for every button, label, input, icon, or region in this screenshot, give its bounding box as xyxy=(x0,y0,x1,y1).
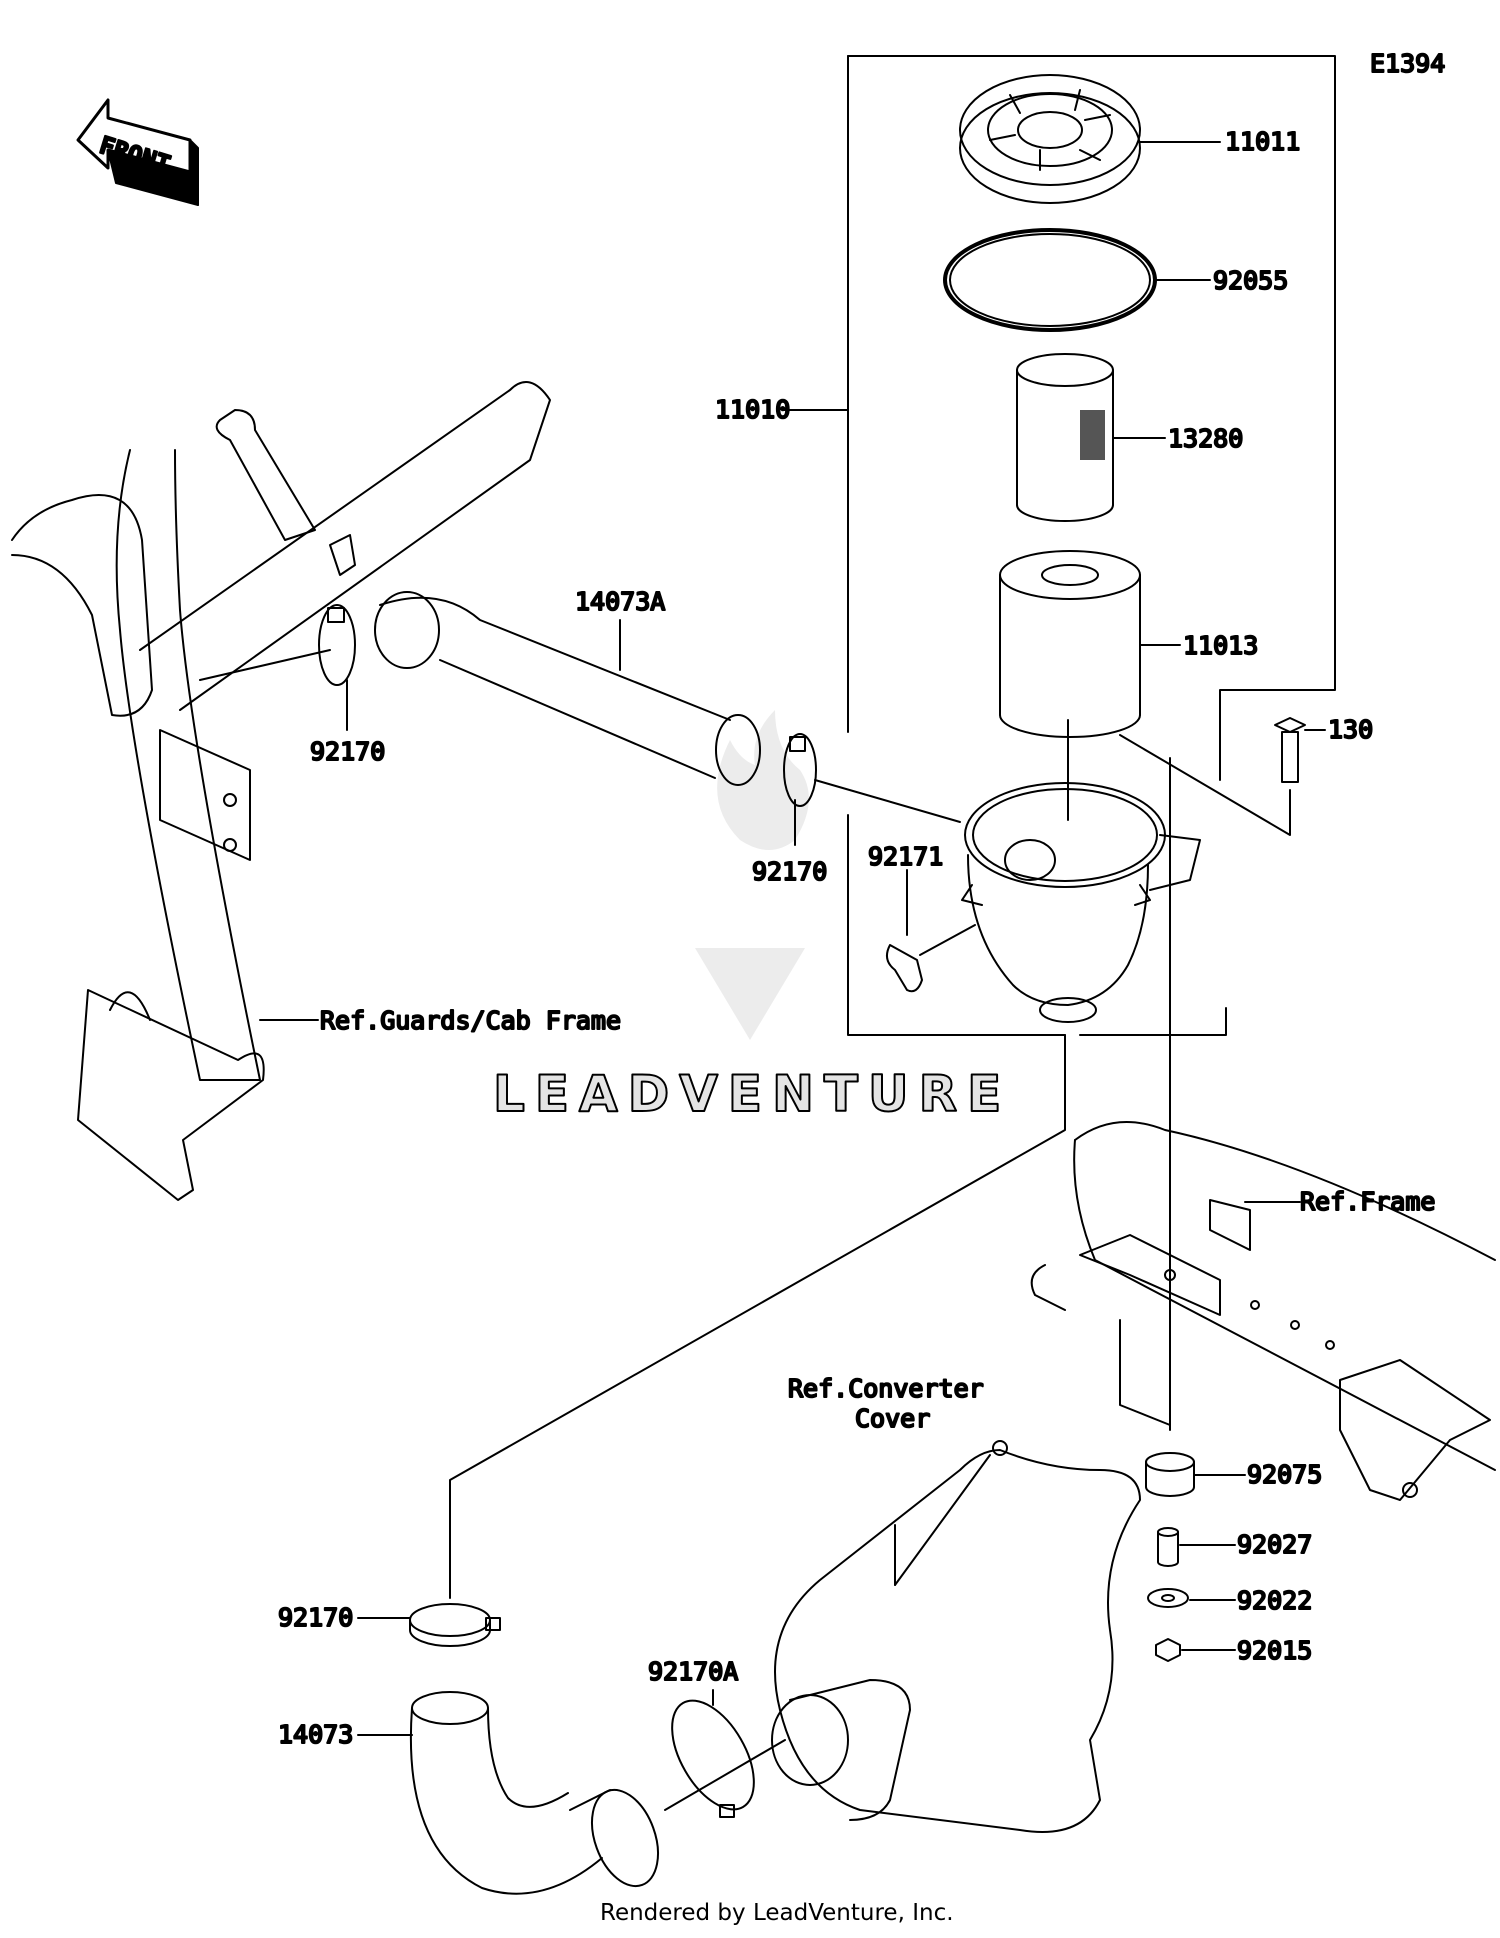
front-arrow-icon: FRONT xyxy=(76,98,199,206)
leader-duct-to-converter xyxy=(664,1739,786,1811)
assembly-box-outline xyxy=(847,55,1336,781)
cab-frame xyxy=(12,382,550,1200)
clip xyxy=(887,945,922,991)
leader-frame-mount xyxy=(1119,1319,1171,1426)
o-ring xyxy=(945,230,1155,330)
intake-duct-lower xyxy=(411,1692,670,1895)
grommet xyxy=(1146,1453,1194,1496)
label-92170-bottom: 92170 xyxy=(278,1603,353,1632)
label-11010: 11010 xyxy=(715,395,790,424)
air-cleaner-cover xyxy=(960,75,1140,203)
spark-arrester-screen xyxy=(1017,354,1113,521)
leader-130-bottom xyxy=(1119,734,1291,836)
hose-clamp-mid xyxy=(784,734,816,806)
label-ref-converter-1: Ref.Converter xyxy=(788,1374,984,1403)
leader-converter-2 xyxy=(894,1454,991,1586)
label-92170-left: 92170 xyxy=(310,737,385,766)
air-filter-element xyxy=(1000,551,1140,737)
footer-text: Rendered by LeadVenture, Inc. xyxy=(600,1900,954,1926)
hose-clamp-a xyxy=(655,1687,770,1823)
leader-housing-to-bottom-clamp xyxy=(449,1034,1066,1599)
label-14073: 14073 xyxy=(278,1720,353,1749)
assembly-box-bottom-left xyxy=(847,814,1066,1036)
hose-clamp-left xyxy=(319,605,355,685)
nut xyxy=(1156,1639,1180,1661)
label-11011: 11011 xyxy=(1225,127,1300,156)
label-14073a: 14073A xyxy=(575,587,665,616)
label-ref-guards: Ref.Guards/Cab Frame xyxy=(320,1006,621,1035)
label-11013: 11013 xyxy=(1183,631,1258,660)
bolt xyxy=(1275,718,1305,782)
assembly-box-bottom-right xyxy=(1079,1007,1227,1036)
label-92171: 92171 xyxy=(868,842,943,871)
label-ref-frame: Ref.Frame xyxy=(1300,1187,1435,1216)
intake-duct-upper xyxy=(375,592,760,785)
main-frame xyxy=(1032,1122,1495,1500)
watermark-text: LEADVENTURE xyxy=(493,1065,1011,1123)
collar xyxy=(1158,1528,1178,1566)
label-92022: 92022 xyxy=(1237,1586,1312,1615)
label-ref-converter-2: Cover xyxy=(855,1404,930,1433)
leader-clamp-to-housing xyxy=(814,779,961,823)
label-92055: 92055 xyxy=(1213,266,1288,295)
leader-clamp-to-frame xyxy=(199,649,331,681)
watermark-logo xyxy=(695,710,809,1040)
label-92075: 92075 xyxy=(1247,1460,1322,1489)
leader-92171-to-housing xyxy=(919,924,976,956)
washer xyxy=(1148,1589,1188,1607)
label-130: 130 xyxy=(1328,715,1373,744)
label-92015: 92015 xyxy=(1237,1636,1312,1665)
diagram-code: E1394 xyxy=(1370,49,1445,78)
hose-clamp-bottom xyxy=(410,1604,500,1646)
converter-cover xyxy=(772,1441,1140,1832)
label-92170a: 92170A xyxy=(648,1657,738,1686)
label-92027: 92027 xyxy=(1237,1530,1312,1559)
label-92170-mid: 92170 xyxy=(752,857,827,886)
label-13280: 13280 xyxy=(1168,424,1243,453)
air-cleaner-housing xyxy=(962,783,1200,1022)
